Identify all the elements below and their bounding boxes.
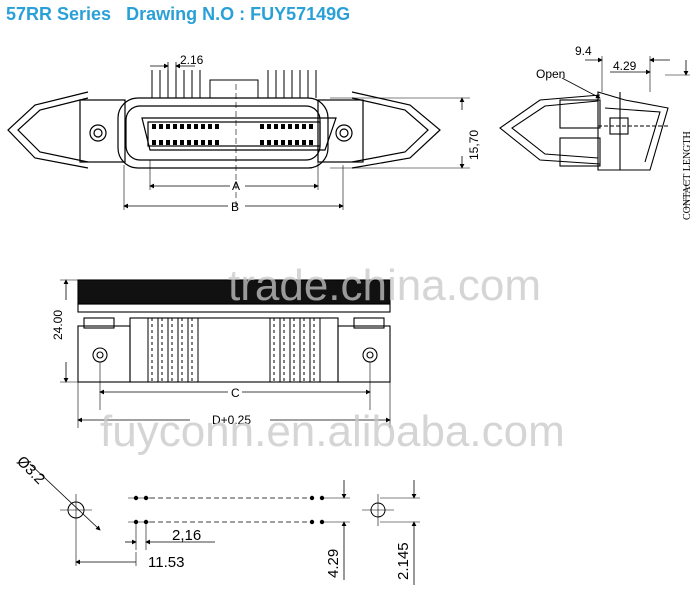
pcb-pitch-label: 2,16: [172, 527, 201, 544]
drawing-number: Drawing N.O : FUY57149G: [126, 4, 351, 24]
front-left-block: [77, 325, 131, 383]
pcb-hole-dia-label: Ø3.2: [13, 453, 48, 488]
watermark-bottom: fuyconn.en.alibaba.com: [100, 407, 565, 456]
top-pins: [151, 70, 317, 99]
top-pitch-label: 2.16: [180, 53, 204, 67]
top-view: [7, 62, 470, 210]
front-pins: [147, 318, 321, 382]
pcb-layout: [29, 463, 420, 585]
right-flange: [317, 99, 364, 163]
right-latch-wire: [351, 91, 441, 169]
dim-d-label: D+0.25: [212, 413, 251, 427]
right-mount-hole: [335, 124, 353, 142]
left-latch-wire: [7, 91, 89, 169]
pcb-row-spacing-label: 4.29: [325, 549, 342, 578]
open-label: Open: [536, 67, 565, 81]
pcb-offset-label: 11.53: [148, 554, 184, 571]
series-label: 57RR Series: [6, 4, 112, 24]
pcb-pin-holes: [133, 495, 325, 525]
front-left-hole: [92, 347, 108, 363]
watermark-top: trade.china.com: [228, 261, 541, 310]
front-right-hole: [362, 347, 378, 363]
contact-row-bottom: [152, 140, 313, 145]
left-flange: [79, 99, 126, 163]
pcb-half-spacing-label: 2.145: [395, 542, 412, 580]
front-right-block: [337, 325, 391, 383]
left-mount-hole: [89, 124, 107, 142]
dim-c-label: C: [231, 386, 240, 400]
contact-length-label: CONTACT LENGTH: [682, 131, 693, 220]
connector-shell: [117, 97, 329, 169]
dim-b-label: B: [231, 200, 239, 214]
contact-row-top: [152, 124, 313, 129]
side-view: [499, 56, 690, 210]
side-dim-4-29: 4.29: [613, 59, 637, 73]
dim-a-label: A: [232, 179, 240, 193]
top-height-label: 15,70: [467, 130, 481, 160]
contact-insert: [141, 117, 337, 151]
side-body: [597, 91, 669, 171]
front-height-label: 24.00: [51, 310, 65, 340]
drawing-title: 57RR Series Drawing N.O : FUY57149G: [6, 4, 350, 25]
front-view: [60, 279, 391, 428]
side-dim-9-4: 9.4: [575, 44, 592, 58]
